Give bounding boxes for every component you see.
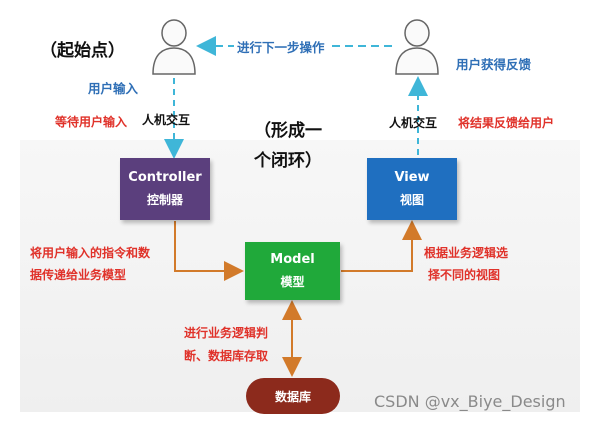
interaction-left-label: 人机交互 [142,113,191,127]
user-feedback-label: 用户获得反馈 [456,57,532,72]
watermark: CSDN @vx_Biye_Design [374,392,566,411]
database-node: 数据库 [246,378,340,414]
user-input-label: 用户输入 [88,81,139,96]
view-box: View 视图 [367,158,457,220]
model-db-text-2: 断、数据库存取 [184,349,269,363]
wait-input-label: 等待用户输入 [55,115,128,129]
closed-loop-line2: 个闭环） [254,151,322,171]
model-db-text-1: 进行业务逻辑判 [184,326,269,340]
start-point-label: （起始点） [40,41,125,61]
controller-to-model-arrow [174,221,244,281]
controller-subtitle: 控制器 [146,193,183,207]
view-subtitle: 视图 [399,193,424,207]
model-to-view-text-1: 根据业务逻辑选 [424,246,509,260]
model-subtitle: 模型 [280,275,305,289]
controller-box: Controller 控制器 [120,158,210,220]
feedback-to-user-label: 将结果反馈给用户 [458,116,555,130]
next-step-label: 进行下一步操作 [234,37,328,56]
model-title: Model [270,252,315,267]
model-box: Model 模型 [245,242,340,300]
view-title: View [394,170,430,185]
closed-loop-line1: （形成一 [254,121,322,141]
controller-title: Controller [128,170,202,185]
model-to-view-arrow [341,220,422,272]
user-start-icon [152,19,196,75]
user-feedback-icon [395,19,439,75]
model-to-view-text-2: 择不同的视图 [428,268,501,282]
controller-to-model-text-1: 将用户输入的指令和数 [30,246,151,260]
controller-to-model-text-2: 据传递给业务模型 [30,268,127,282]
interaction-right-label: 人机交互 [389,116,438,130]
